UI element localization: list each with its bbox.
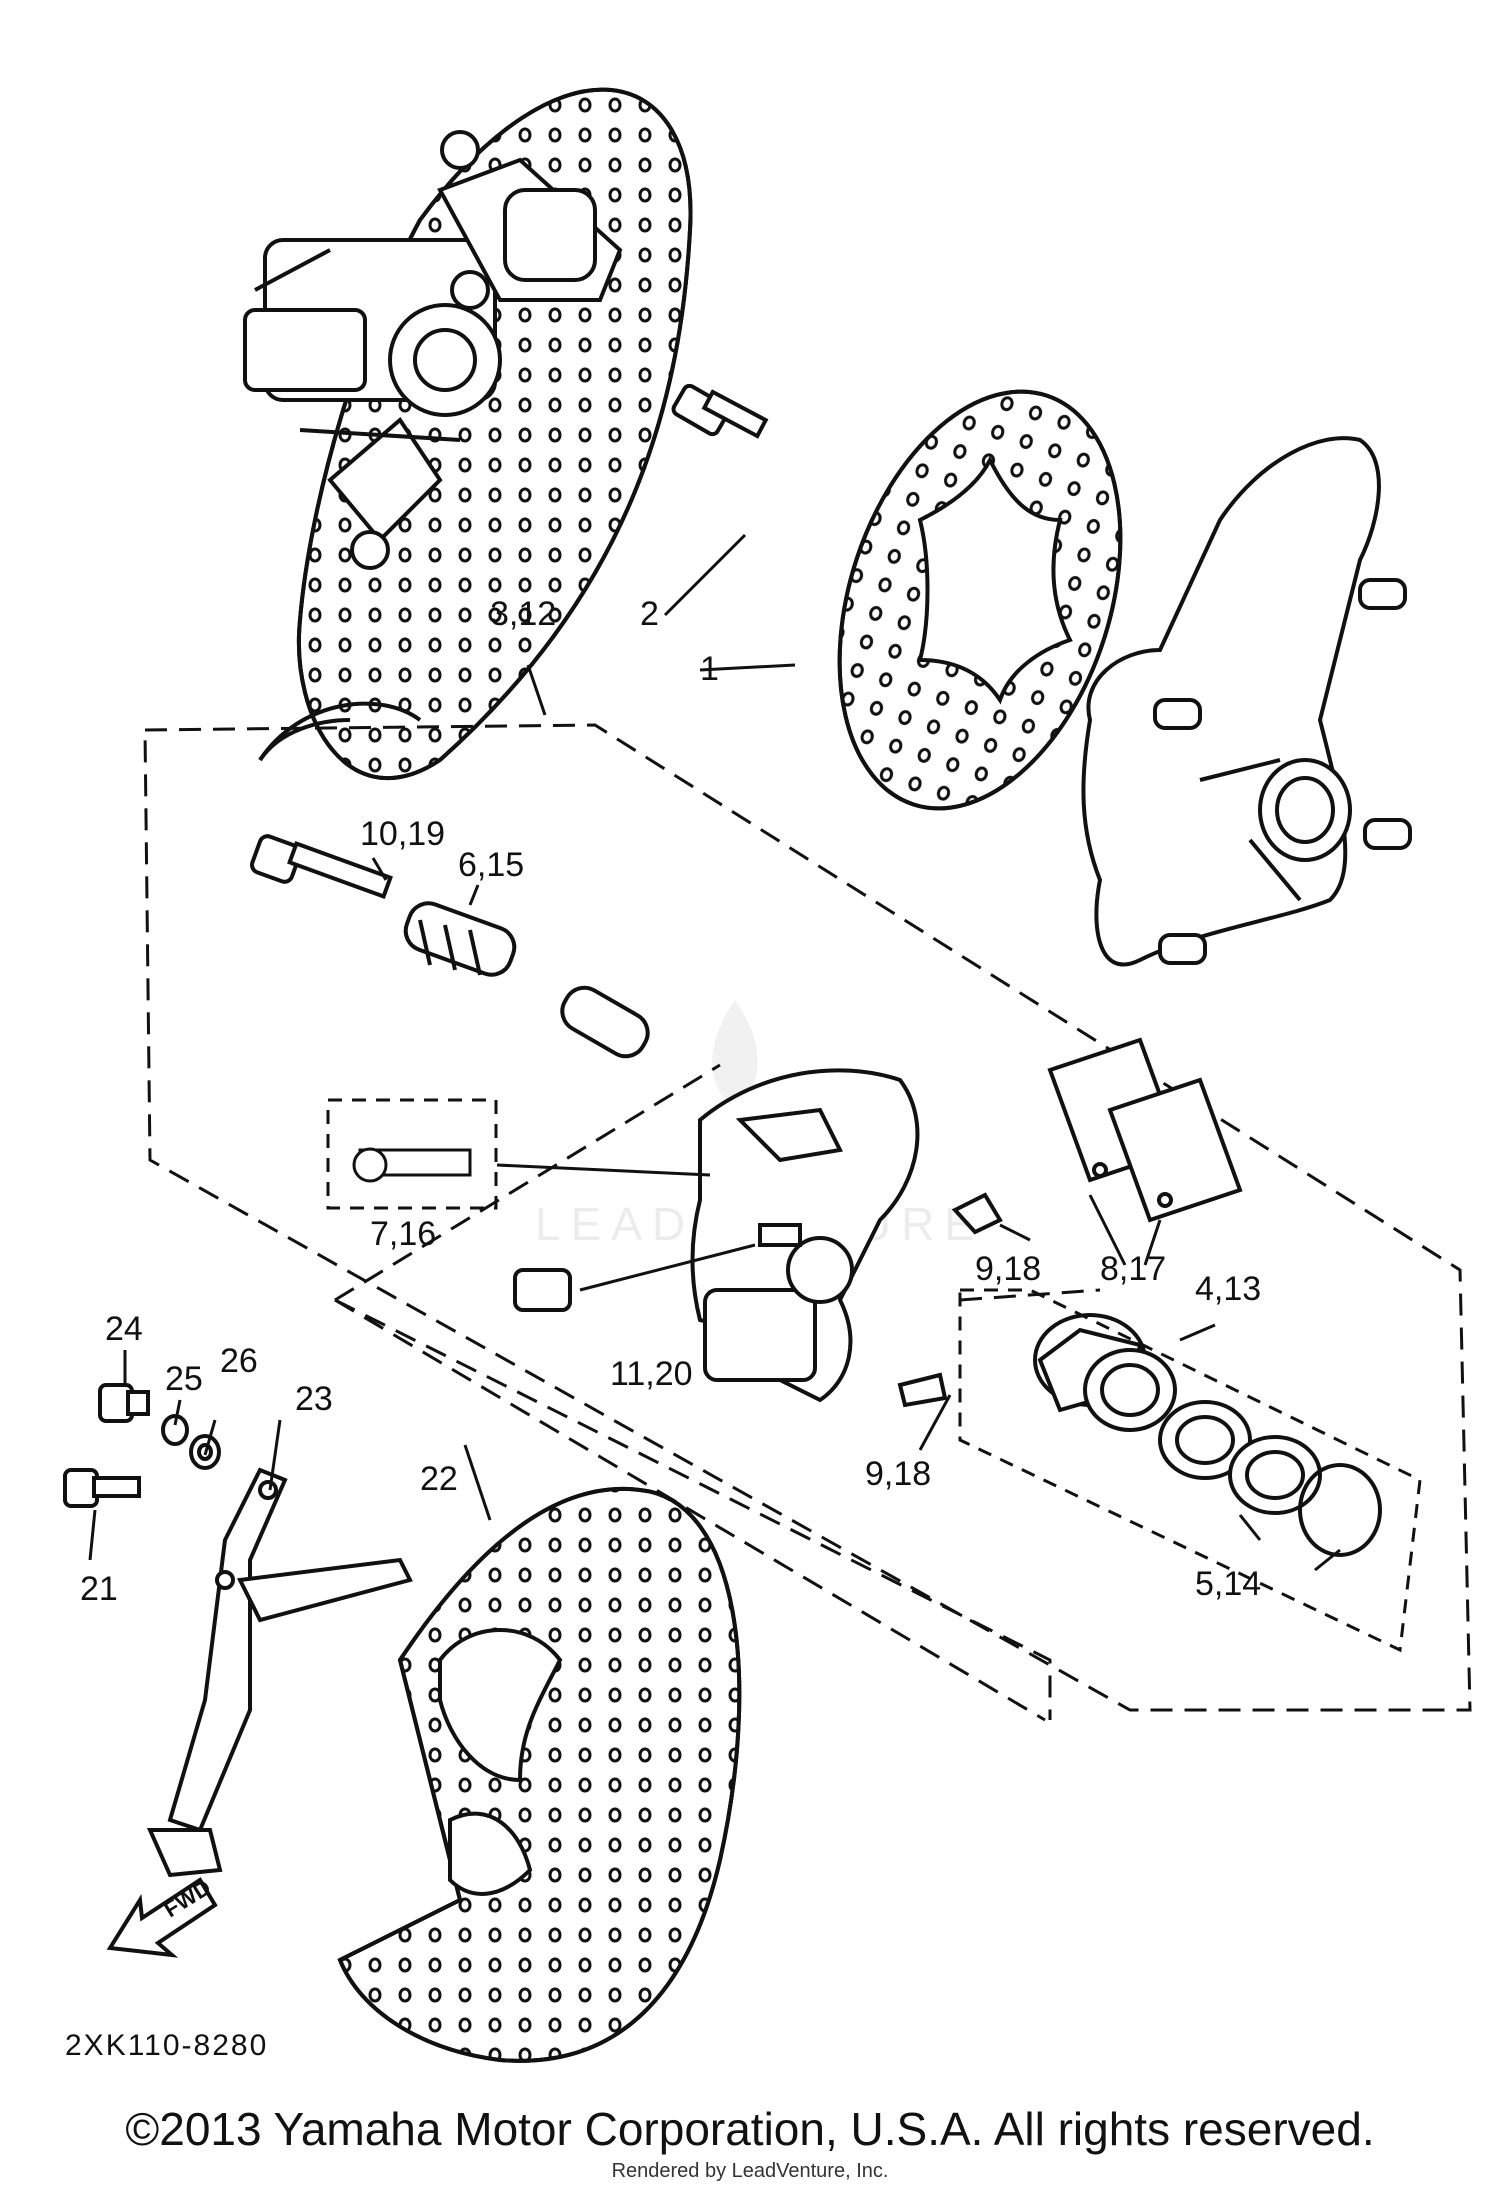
bleed-pin-box xyxy=(326,1098,498,1210)
diagram-id: 2XK110-8280 xyxy=(65,2029,268,2062)
callout-23: 23 xyxy=(295,1380,333,1418)
callout-11-20: 11,20 xyxy=(610,1355,693,1393)
callout-9-18-upper: 9,18 xyxy=(975,1250,1041,1288)
callout-7-16: 7,16 xyxy=(370,1215,436,1253)
seal-kit-box xyxy=(958,1288,1422,1653)
brake-disc-part-22 xyxy=(337,1487,742,2063)
watermark-flame-icon xyxy=(712,1000,758,1110)
caliper-body xyxy=(690,1068,920,1403)
callout-3-12: 3,12 xyxy=(490,595,556,633)
bolt-part-10-19 xyxy=(250,834,393,900)
caliper-assembly-group-boundary xyxy=(143,723,1472,1722)
clip-part-11-20 xyxy=(513,1268,572,1312)
brake-pads-part-8-17 xyxy=(1047,1037,1243,1223)
callout-4-13: 4,13 xyxy=(1195,1270,1261,1308)
callout-2: 2 xyxy=(640,595,659,633)
callout-10-19: 10,19 xyxy=(360,815,445,853)
copyright-notice: ©2013 Yamaha Motor Corporation, U.S.A. A… xyxy=(125,2103,1375,2155)
washer-part-25 xyxy=(161,1414,189,1446)
callout-1: 1 xyxy=(700,650,719,688)
bolt-part-2 xyxy=(671,383,769,439)
slide-pin-part-6-15 xyxy=(403,901,517,977)
callout-5-14: 5,14 xyxy=(1195,1565,1261,1603)
callout-9-18-lower: 9,18 xyxy=(865,1455,931,1493)
wheel-hub xyxy=(1081,436,1412,967)
bracket-part-23 xyxy=(146,1467,413,1878)
piston-part-4-13 xyxy=(1033,1313,1177,1432)
bolt-part-21 xyxy=(63,1468,141,1508)
callout-8-17: 8,17 xyxy=(1100,1250,1166,1288)
callout-22: 22 xyxy=(420,1460,458,1498)
pad-spring-lower xyxy=(897,1372,948,1408)
pad-spring-upper xyxy=(951,1192,1003,1235)
brake-disc-part-1 xyxy=(837,389,1123,811)
assembled-brake-illustration xyxy=(243,87,693,781)
seal-kit-part-5-14 xyxy=(1158,1400,1382,1557)
callout-25: 25 xyxy=(165,1360,203,1398)
rendered-by-notice: Rendered by LeadVenture, Inc. xyxy=(611,2160,889,2182)
callout-26: 26 xyxy=(220,1342,258,1380)
bolt-part-24 xyxy=(98,1383,150,1423)
leader-lines xyxy=(88,533,1341,1572)
sleeve xyxy=(560,985,650,1059)
callout-21: 21 xyxy=(80,1570,118,1608)
forward-arrow-icon xyxy=(106,1877,218,1958)
callout-6-15: 6,15 xyxy=(458,846,524,884)
callout-24: 24 xyxy=(105,1310,143,1348)
